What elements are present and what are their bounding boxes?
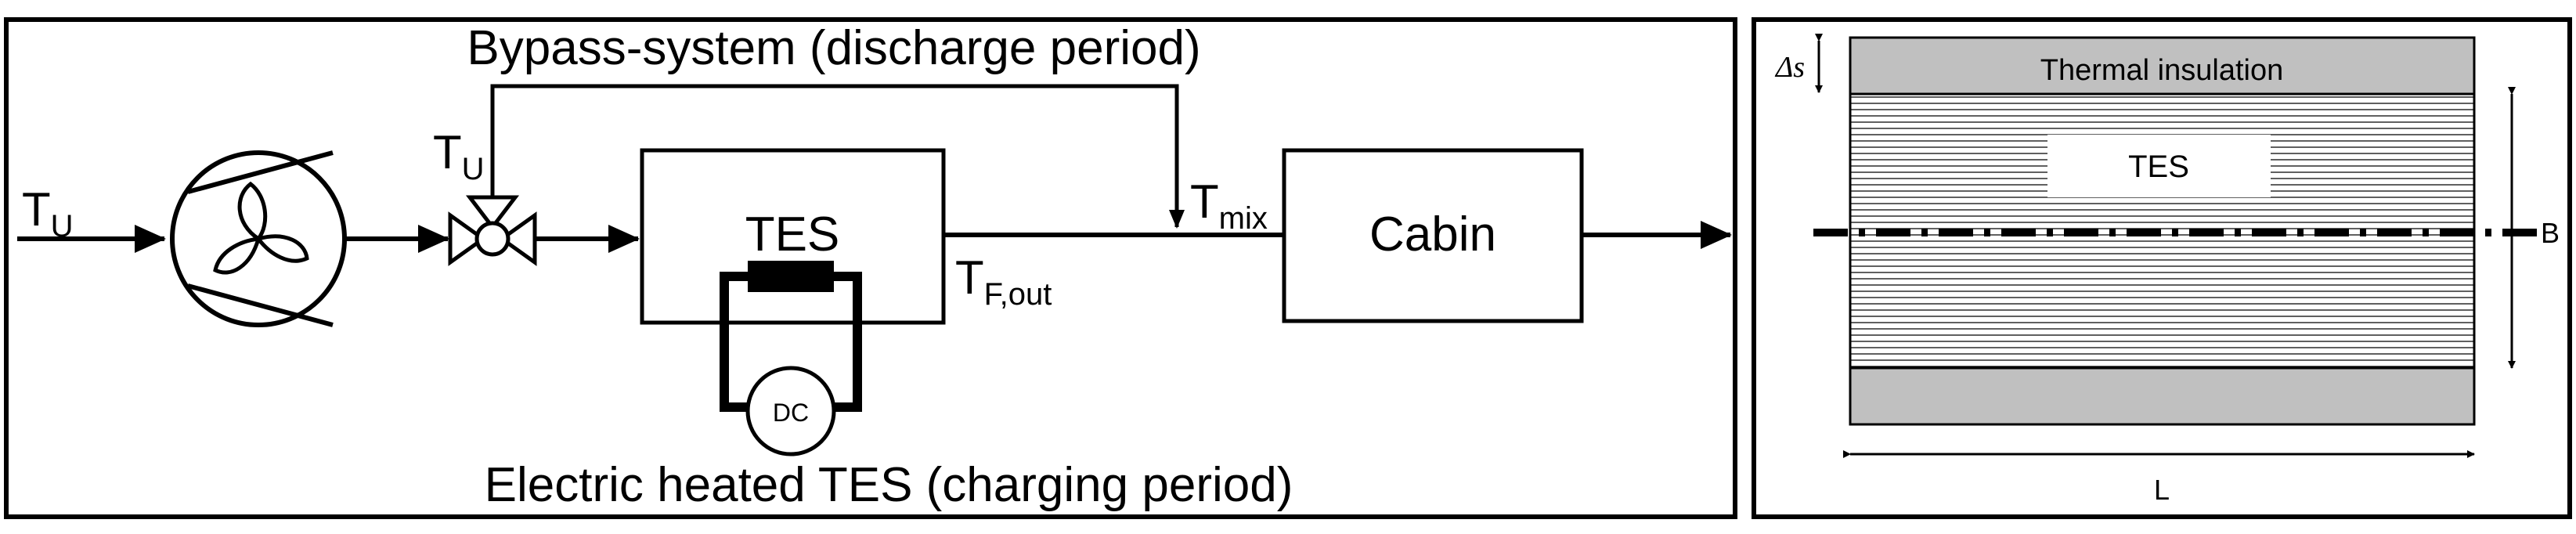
dc-label: DC [773, 399, 809, 427]
b-label: B [2541, 217, 2560, 249]
tes-core-label: TES [2128, 150, 2189, 184]
insulation-label: Thermal insulation [2040, 54, 2283, 87]
right-panel: Thermal insulation TES Δs B L [1752, 17, 2572, 519]
bypass-pipe [490, 84, 1185, 229]
dc-source-icon [745, 366, 836, 456]
tmix-label: Tmix [1190, 175, 1268, 236]
insulation-bottom [1849, 366, 2476, 426]
tes-label: TES [745, 207, 840, 262]
tu-inlet-label: TU [22, 183, 74, 244]
heater-wire-right [834, 272, 862, 412]
tf-out-label: TF,out [955, 251, 1052, 312]
heater-element [748, 261, 834, 292]
insulation-top [1849, 36, 2476, 96]
delta-s-label: Δs [1774, 51, 1805, 84]
left-panel: Bypass-system (discharge period) TU TU T… [4, 17, 1737, 519]
left-panel-frame [4, 17, 1737, 519]
l-label: L [2154, 474, 2170, 506]
three-way-valve-icon [448, 195, 537, 266]
charging-label: Electric heated TES (charging period) [485, 458, 1293, 512]
tes-core-stripes [1850, 96, 2474, 367]
right-panel-frame [1752, 17, 2572, 519]
tes-core-label-box [2047, 135, 2271, 197]
cabin-label: Cabin [1369, 207, 1496, 262]
bypass-label: Bypass-system (discharge period) [467, 21, 1200, 75]
fan-icon [170, 150, 347, 327]
tu-valve-label: TU [433, 126, 485, 186]
heater-wire-left [720, 272, 748, 412]
